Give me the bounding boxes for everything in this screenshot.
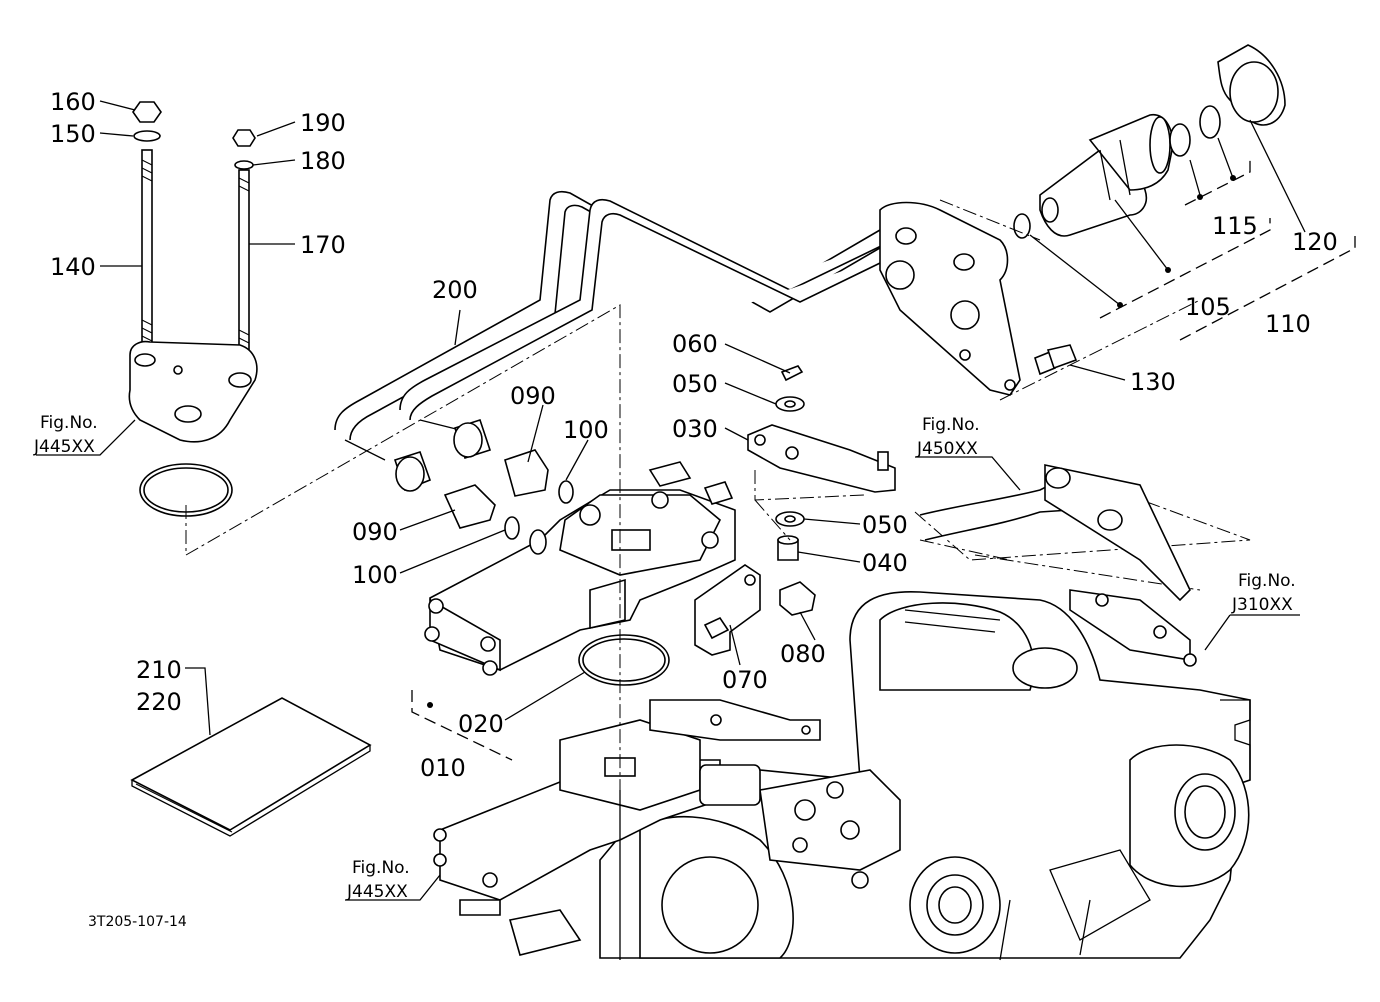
secondary-pipe	[919, 464, 1191, 602]
ref-j450xx: J450XX	[916, 439, 978, 459]
label-190: 190	[300, 109, 346, 137]
control-valve-010	[424, 461, 736, 676]
ref-fig-label-3: Fig.No.	[1238, 571, 1296, 591]
label-100-bottom: 100	[352, 561, 398, 589]
leader-dots	[427, 175, 1236, 708]
bolt-130	[1034, 344, 1078, 376]
label-120: 120	[1292, 228, 1338, 256]
operator-manual	[130, 697, 372, 837]
pipe-200	[334, 190, 916, 461]
cover-plate	[128, 340, 258, 517]
label-170: 170	[300, 231, 346, 259]
fittings-090-100	[393, 418, 574, 540]
stud-140-assembly	[132, 101, 162, 346]
lever-linkage	[747, 365, 896, 561]
plug-080	[779, 581, 816, 616]
label-070: 070	[722, 666, 768, 694]
label-040: 040	[862, 549, 908, 577]
label-210: 210	[136, 656, 182, 684]
drawing-code: 3T205-107-14	[88, 914, 187, 930]
label-020: 020	[458, 710, 504, 738]
figure-references: Fig.No. J445XX Fig.No. J450XX Fig.No. J3…	[33, 413, 1296, 902]
label-115: 115	[1212, 212, 1258, 240]
label-030: 030	[672, 415, 718, 443]
label-150: 150	[50, 120, 96, 148]
ref-j310xx: J310XX	[1231, 595, 1293, 615]
label-010: 010	[420, 754, 466, 782]
label-100-top: 100	[563, 416, 609, 444]
part-labels: 160 150 140 190 180 170 200 060 050 030 …	[50, 88, 1338, 782]
label-105: 105	[1185, 293, 1231, 321]
ref-fig-label-4: Fig.No.	[352, 858, 410, 878]
label-110: 110	[1265, 310, 1311, 338]
label-080: 080	[780, 640, 826, 668]
label-090-top: 090	[510, 382, 556, 410]
ref-fig-label-1: Fig.No.	[40, 413, 98, 433]
label-220: 220	[136, 688, 182, 716]
label-140: 140	[50, 253, 96, 281]
stud-170-assembly	[232, 129, 256, 351]
ref-j445xx-bottom: J445XX	[346, 882, 408, 902]
ref-fig-label-2: Fig.No.	[922, 415, 980, 435]
ref-j445xx-top: J445XX	[33, 437, 95, 457]
label-200: 200	[432, 276, 478, 304]
label-050-bottom: 050	[862, 511, 908, 539]
pipe-flange-bracket	[879, 201, 1021, 396]
label-130: 130	[1130, 368, 1176, 396]
installed-valve-assembly	[433, 699, 821, 960]
group-brackets	[185, 160, 1356, 960]
label-180: 180	[300, 147, 346, 175]
label-060: 060	[672, 330, 718, 358]
label-090-bottom: 090	[352, 518, 398, 546]
leader-lines	[36, 100, 1306, 901]
label-160: 160	[50, 88, 96, 116]
label-050-top: 050	[672, 370, 718, 398]
bracket-070	[694, 564, 761, 656]
transmission-housing	[599, 589, 1251, 961]
filter-assembly	[1013, 44, 1286, 239]
